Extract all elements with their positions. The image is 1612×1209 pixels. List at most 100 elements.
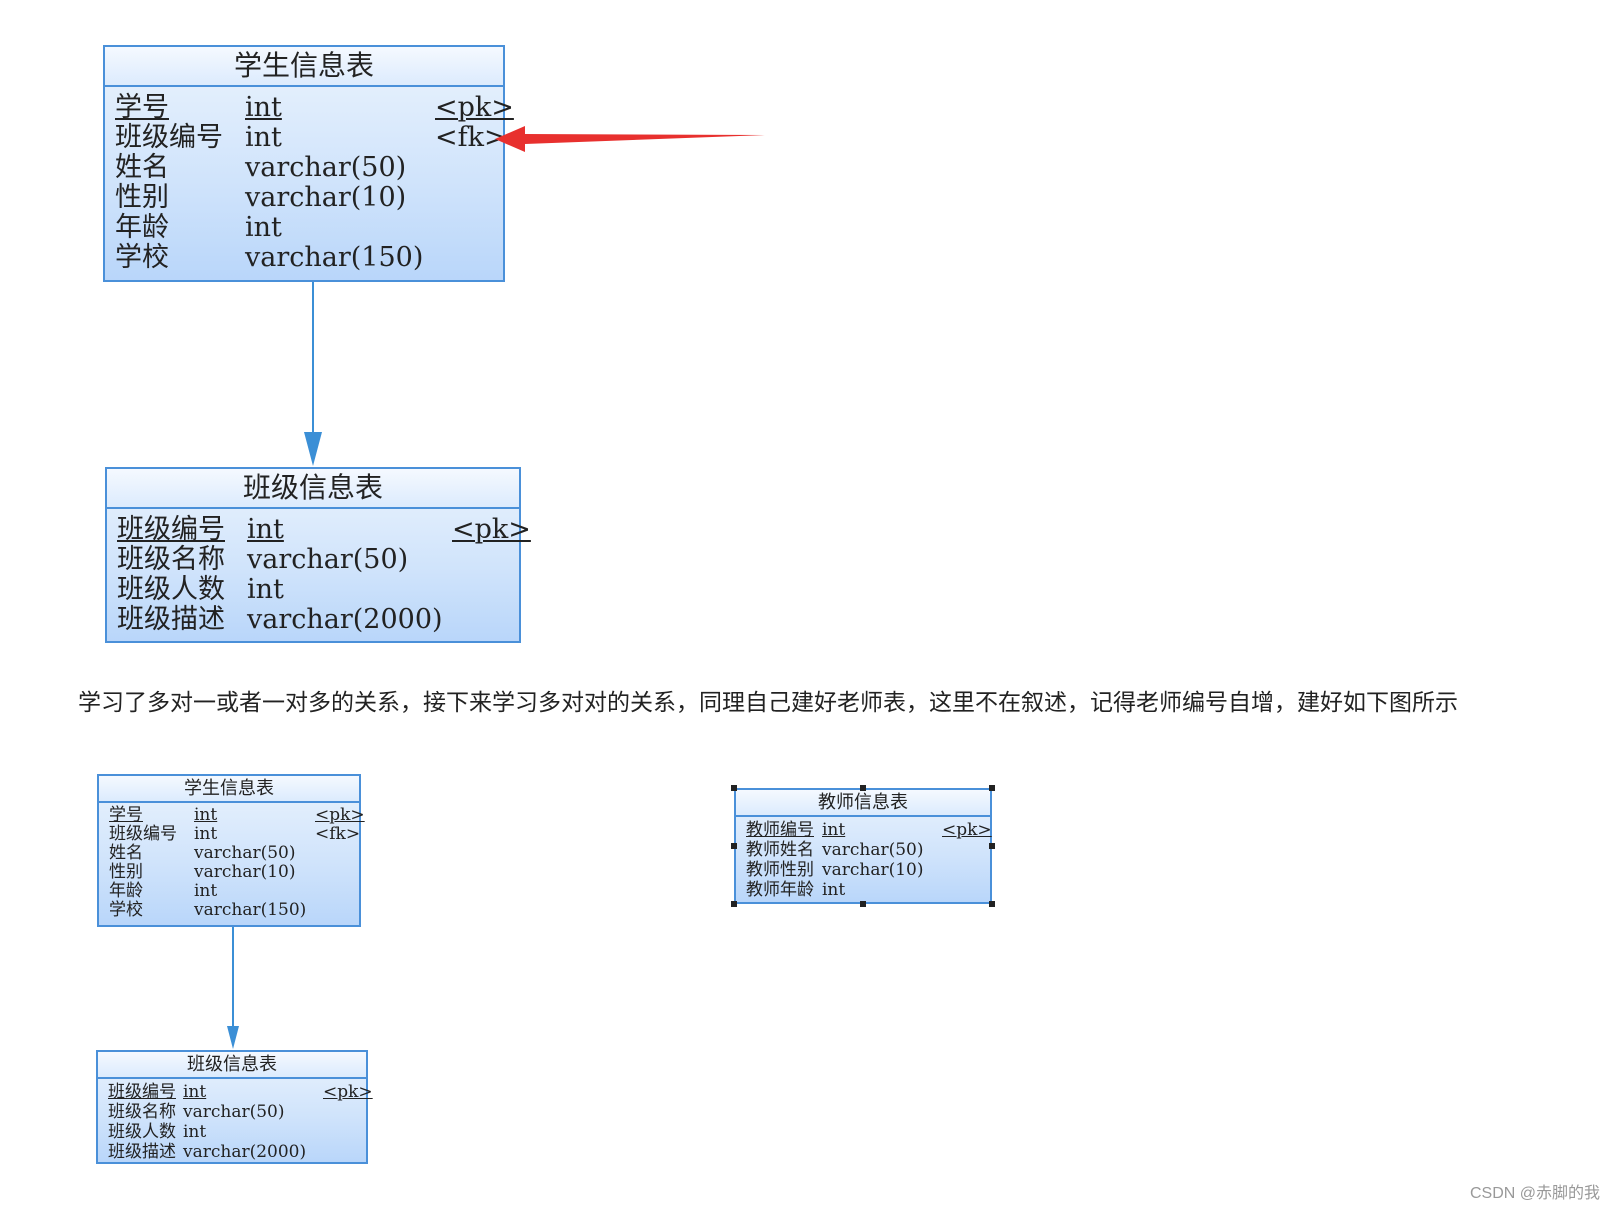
column-type: int — [183, 1082, 207, 1102]
resize-handle[interactable] — [860, 901, 866, 907]
column-type: int — [822, 820, 846, 840]
table-row: 班级编号 int <pk> — [98, 1082, 373, 1102]
table-title: 班级信息表 — [98, 1052, 366, 1079]
connector-top[interactable] — [304, 282, 322, 466]
column-type: varchar(50) — [822, 840, 924, 860]
table-rows: 学号 int <pk> 班级编号 int <fk> 姓名 varchar(50) 性别 varch… — [99, 803, 365, 920]
column-name: 教师编号 — [746, 820, 814, 840]
column-type: varchar(50) — [247, 544, 409, 575]
resize-handle[interactable] — [989, 901, 995, 907]
table-row: 学号 int <pk> — [99, 805, 365, 825]
column-key: <pk> — [435, 92, 514, 123]
red-arrow-icon — [495, 126, 765, 152]
column-name: 性别 — [109, 862, 143, 882]
column-name: 班级编号 — [115, 122, 223, 153]
resize-handle[interactable] — [989, 785, 995, 791]
column-type: varchar(50) — [194, 843, 296, 863]
column-type: int — [245, 212, 282, 243]
column-name: 班级编号 — [109, 824, 177, 844]
column-type: varchar(50) — [245, 152, 407, 183]
column-name: 学校 — [109, 900, 143, 920]
column-name: 教师姓名 — [746, 840, 814, 860]
column-name: 班级人数 — [108, 1122, 176, 1142]
resize-handle[interactable] — [989, 843, 995, 849]
resize-handle[interactable] — [731, 785, 737, 791]
table-row: 学校 varchar(150) — [105, 243, 503, 273]
column-type: int — [247, 514, 284, 545]
table-title: 学生信息表 — [105, 47, 503, 87]
column-name: 学校 — [115, 242, 169, 273]
column-type: varchar(10) — [822, 860, 924, 880]
column-key: <pk> — [315, 805, 365, 825]
table-title: 班级信息表 — [107, 469, 519, 509]
table-title: 学生信息表 — [99, 776, 359, 803]
column-name: 学号 — [115, 92, 169, 123]
table-row: 教师年龄 int — [736, 880, 990, 900]
table-row: 性别 varchar(10) — [99, 863, 359, 882]
column-type: int — [245, 122, 282, 153]
column-name: 班级名称 — [117, 544, 225, 575]
table-rows: 学号 int <pk> 班级编号 int <fk> 姓名 varchar(50) 性别 varch… — [105, 87, 514, 273]
table-row: 班级名称 varchar(50) — [107, 545, 519, 575]
table-row: 姓名 varchar(50) — [99, 844, 359, 863]
column-name: 班级描述 — [108, 1142, 176, 1162]
column-type: varchar(150) — [245, 242, 424, 273]
column-type: varchar(150) — [194, 900, 307, 920]
table-row: 性别 varchar(10) — [105, 183, 503, 213]
column-name: 性别 — [115, 182, 169, 213]
table-row: 学校 varchar(150) — [99, 901, 359, 920]
column-key: <pk> — [323, 1082, 373, 1102]
resize-handle[interactable] — [860, 785, 866, 791]
column-key: <pk> — [452, 514, 531, 545]
column-type: int — [245, 92, 282, 123]
column-name: 姓名 — [109, 843, 143, 863]
table-row: 班级编号 int <fk> — [105, 122, 507, 153]
column-name: 班级人数 — [117, 574, 225, 605]
column-type: varchar(10) — [194, 862, 296, 882]
table-row: 教师编号 int <pk> — [736, 820, 992, 840]
column-type: int — [183, 1122, 207, 1142]
column-type: int — [194, 824, 218, 844]
column-name: 班级编号 — [108, 1082, 176, 1102]
column-name: 教师年龄 — [746, 880, 814, 900]
arrowhead-down-icon — [304, 432, 322, 466]
watermark: CSDN @赤脚的我 — [1469, 1185, 1600, 1202]
resize-handle[interactable] — [731, 843, 737, 849]
column-key: <fk> — [315, 824, 361, 844]
table-row: 教师姓名 varchar(50) — [736, 840, 990, 860]
connector-bottom[interactable] — [227, 927, 239, 1049]
annotation-arrow — [495, 126, 765, 152]
column-name: 班级描述 — [117, 604, 225, 635]
column-type: int — [194, 805, 218, 825]
table-row: 教师性别 varchar(10) — [736, 860, 990, 880]
column-key: <fk> — [435, 122, 507, 153]
resize-handle[interactable] — [731, 901, 737, 907]
column-type: int — [194, 881, 218, 901]
table-row: 学号 int <pk> — [105, 92, 514, 123]
column-name: 年龄 — [109, 881, 143, 901]
column-name: 班级名称 — [108, 1102, 176, 1122]
table-row: 班级编号 int <fk> — [99, 824, 361, 844]
caption-text: 学习了多对一或者一对多的关系，接下来学习多对对的关系，同理自己建好老师表，这里不… — [78, 690, 1458, 716]
table-rows: 教师编号 int <pk> 教师姓名 varchar(50) 教师性别 varchar(10… — [736, 817, 992, 900]
table-row: 班级人数 int — [98, 1122, 366, 1142]
column-name: 教师性别 — [746, 860, 814, 880]
column-key: <pk> — [942, 820, 992, 840]
column-type: varchar(10) — [245, 182, 407, 213]
column-name: 姓名 — [115, 152, 169, 183]
column-name: 学号 — [109, 805, 143, 825]
column-type: int — [822, 880, 846, 900]
column-type: varchar(2000) — [247, 604, 443, 635]
